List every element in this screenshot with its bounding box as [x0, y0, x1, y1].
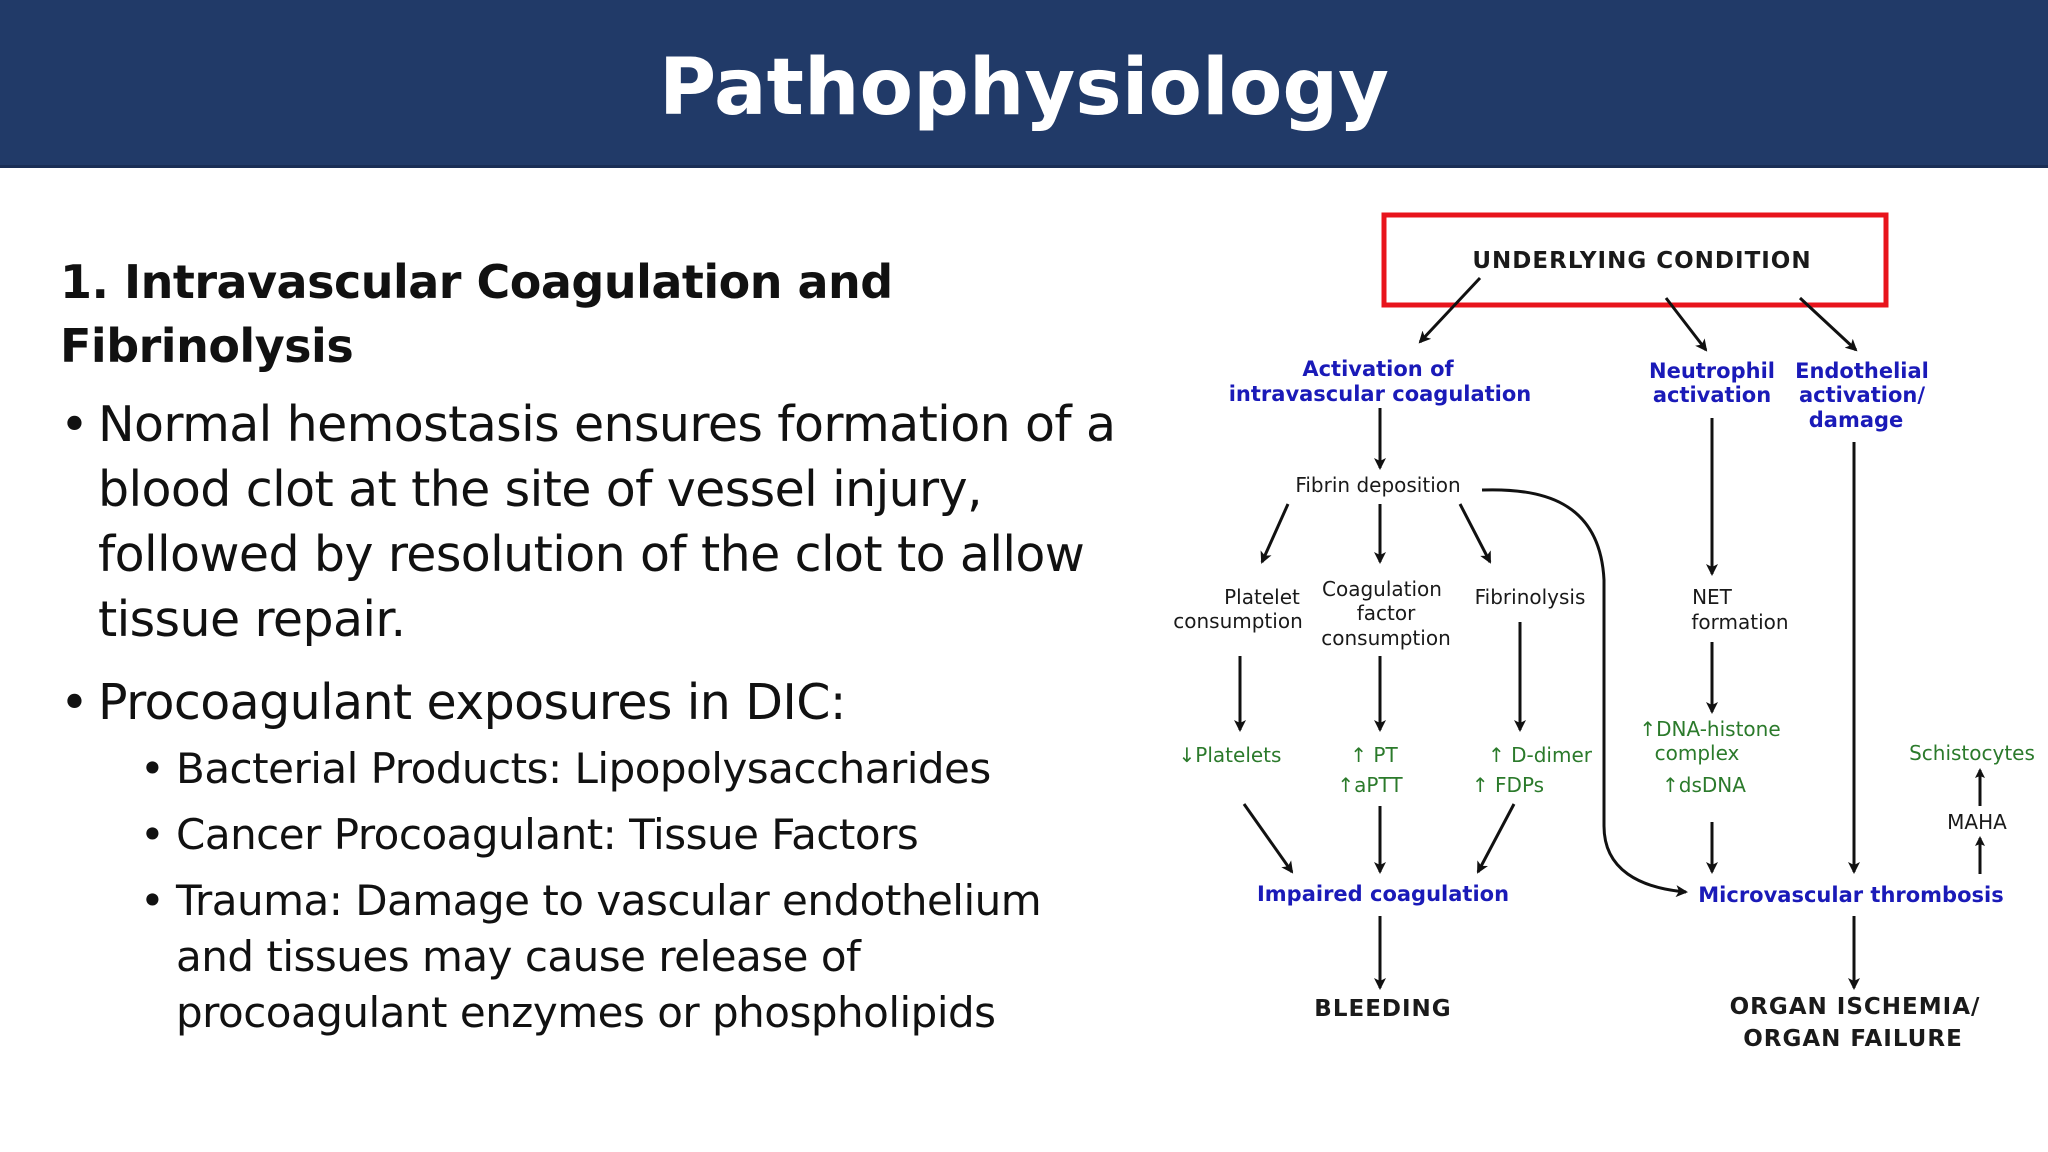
node-platelet-line: consumption [1173, 609, 1303, 633]
sub-bullet-line: and tissues may cause release of [176, 932, 861, 981]
node-maha: MAHA [1947, 810, 2007, 834]
node-fdps-high: ↑ FDPs [1472, 773, 1544, 797]
node-pt-high: ↑ PT [1350, 743, 1398, 767]
arrow-fibrin-to-fibrinolysis [1458, 503, 1492, 564]
bullet-line: tissue repair. [98, 591, 406, 648]
node-schistocytes: Schistocytes [1909, 741, 2035, 765]
arrow-fibrin-to-microvascular [1481, 488, 1688, 898]
bullet-line: Procoagulant exposures in DIC: [98, 674, 846, 731]
sub-bullet-trauma: • Trauma: Damage to vascular endothelium… [60, 873, 1180, 1041]
arrow-fdps-to-impaired [1476, 803, 1516, 874]
node-fibrin-deposition: Fibrin deposition [1295, 473, 1460, 497]
section-heading: 1. Intravascular Coagulation and Fibrino… [60, 250, 1180, 378]
node-neutrophil-line: Neutrophil [1649, 359, 1775, 383]
slide-title: Pathophysiology [658, 43, 1390, 133]
bullet-dot: • [60, 396, 89, 453]
sub-bullet-line: Bacterial Products: Lipopolysaccharides [176, 744, 991, 793]
title-bar [0, 0, 2048, 168]
node-ddimer-high: ↑ D-dimer [1488, 743, 1593, 767]
node-organ-line: ORGAN ISCHEMIA/ [1730, 994, 1981, 1020]
sub-bullet-dot: • [140, 744, 165, 793]
node-endothelial-line: damage [1809, 408, 1904, 432]
node-coag-line: factor [1357, 601, 1416, 625]
underlying-condition-highlight-box [1381, 212, 1889, 308]
node-organ-line: ORGAN FAILURE [1743, 1026, 1963, 1052]
node-aptt-high: ↑aPTT [1337, 773, 1403, 797]
node-platelet-line: Platelet [1224, 585, 1300, 609]
arrow-condition-to-activation [1418, 276, 1482, 344]
arrow-condition-to-neutrophil [1664, 297, 1708, 352]
node-endothelial-line: activation/ [1799, 383, 1925, 407]
node-endothelial-line: Endothelial [1795, 359, 1929, 383]
bullet-line: Normal hemostasis ensures formation of a [98, 396, 1116, 453]
arrow-condition-to-endothelial [1798, 296, 1858, 352]
bullet-normal-hemostasis: • Normal hemostasis ensures formation of… [60, 392, 1180, 652]
node-coag-line: Coagulation [1322, 577, 1442, 601]
bullet-procoagulant-exposures: • Procoagulant exposures in DIC: [60, 670, 1180, 735]
node-microvascular-thrombosis: Microvascular thrombosis [1698, 883, 2003, 907]
node-underlying-condition: UNDERLYING CONDITION [1472, 248, 1811, 274]
sub-bullet-cancer: • Cancer Procoagulant: Tissue Factors [60, 807, 1180, 863]
node-fibrinolysis: Fibrinolysis [1475, 585, 1586, 609]
node-activation-line: intravascular coagulation [1229, 382, 1532, 406]
node-net-line: NET [1692, 585, 1733, 609]
sub-bullet-line: procoagulant enzymes or phospholipids [176, 988, 996, 1037]
node-dsdna-high: ↑dsDNA [1662, 773, 1746, 797]
node-coag-line: consumption [1321, 626, 1451, 650]
sub-bullet-line: Trauma: Damage to vascular endothelium [176, 876, 1042, 925]
node-dna-histone-line: complex [1655, 741, 1740, 765]
section-heading-line: Fibrinolysis [60, 319, 354, 373]
node-neutrophil-line: activation [1653, 383, 1771, 407]
bullet-dot: • [60, 674, 89, 731]
node-impaired-coagulation: Impaired coagulation [1257, 882, 1509, 906]
node-platelets-low: ↓Platelets [1179, 743, 1282, 767]
node-net-line: formation [1691, 610, 1788, 634]
section-heading-line: 1. Intravascular Coagulation and [60, 255, 893, 309]
arrow-low-platelets-to-impaired [1242, 803, 1294, 874]
bullet-line: blood clot at the site of vessel injury, [98, 461, 983, 518]
sub-bullet-dot: • [140, 810, 165, 859]
sub-bullet-list: • Bacterial Products: Lipopolysaccharide… [60, 741, 1180, 1041]
sub-bullet-bacterial: • Bacterial Products: Lipopolysaccharide… [60, 741, 1180, 797]
arrow-fibrin-to-platelet [1260, 503, 1290, 564]
text-column: 1. Intravascular Coagulation and Fibrino… [60, 250, 1180, 1051]
node-dna-histone-line: ↑DNA-histone [1639, 717, 1780, 741]
node-bleeding: BLEEDING [1314, 996, 1451, 1022]
node-activation-line: Activation of [1302, 357, 1454, 381]
bullet-line: followed by resolution of the clot to al… [98, 526, 1085, 583]
sub-bullet-dot: • [140, 876, 165, 925]
sub-bullet-line: Cancer Procoagulant: Tissue Factors [176, 810, 919, 859]
